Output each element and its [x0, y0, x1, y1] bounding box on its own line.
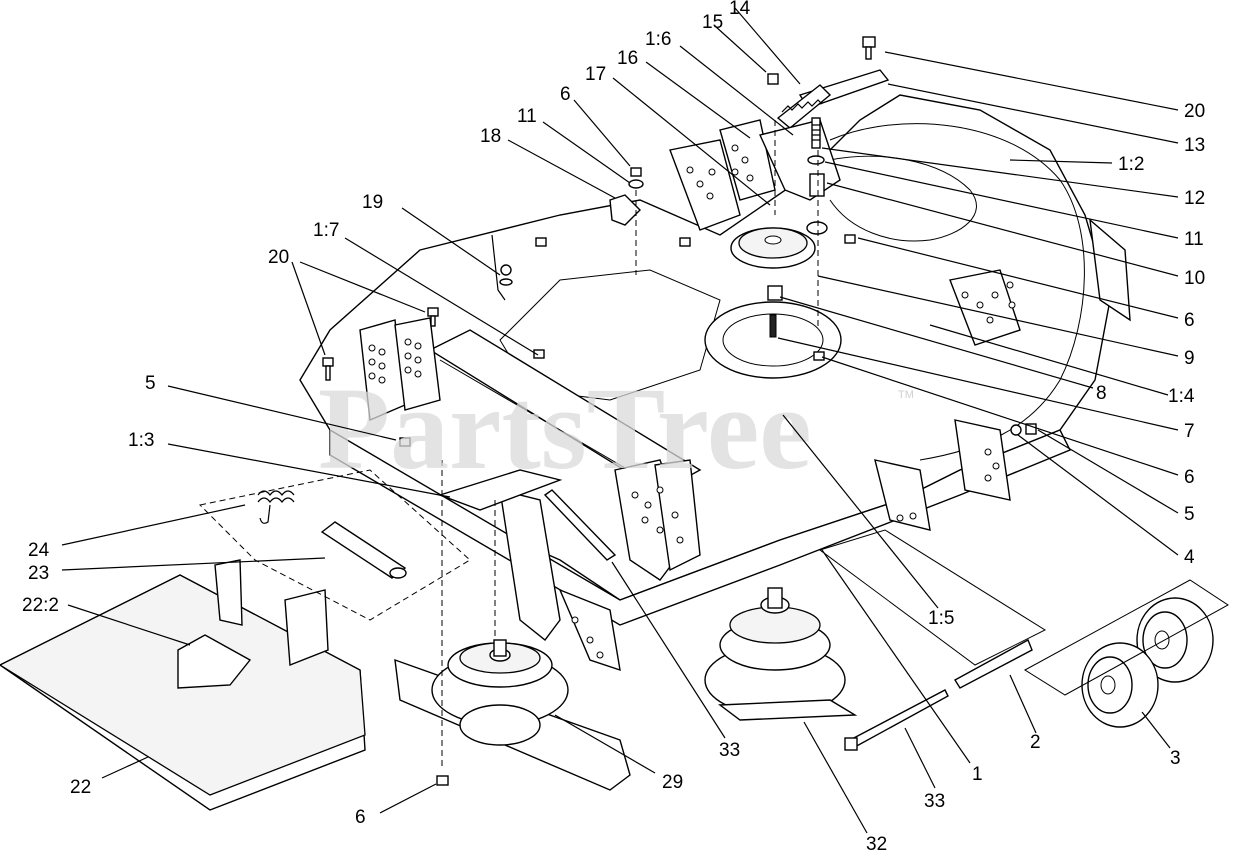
- deck-channel-bar: [428, 329, 702, 493]
- callout-1-6: 1:6: [645, 29, 671, 50]
- rear-left-bracket: [669, 119, 776, 231]
- callout-1-3: 1:3: [128, 430, 154, 451]
- callout-1-5: 1:5: [928, 608, 954, 629]
- callout-18: 18: [480, 126, 501, 147]
- deck-assembly-drawing: [0, 36, 1229, 811]
- callout-10: 10: [1184, 268, 1205, 289]
- left-spindle-blade: [394, 639, 631, 791]
- callout-22: 22: [70, 777, 91, 798]
- anti-scalp-wheels: [1081, 597, 1214, 728]
- callout-32: 32: [866, 834, 887, 855]
- watermark-tm: TM: [898, 389, 914, 401]
- callout-29: 29: [662, 772, 683, 793]
- callout-6-right: 6: [1184, 310, 1195, 331]
- callout-1-7: 1:7: [313, 220, 339, 241]
- watermark: PartsTree TM: [318, 363, 914, 494]
- chute-mount-outline: [198, 469, 471, 621]
- leader-lines: [61, 7, 1179, 834]
- callout-1-2: 1:2: [1118, 154, 1144, 175]
- callout-12: 12: [1184, 188, 1205, 209]
- idler-bolt-stack: [806, 117, 828, 235]
- callout-11-top: 11: [517, 106, 537, 127]
- callout-1-4: 1:4: [1168, 386, 1195, 407]
- callout-20-right: 20: [1184, 101, 1205, 122]
- callout-9: 9: [1184, 348, 1195, 369]
- left-front-bracket: [499, 489, 621, 672]
- deck-arm: [437, 469, 563, 511]
- wheel-bolt: [849, 689, 949, 750]
- front-center-bracket: [614, 459, 701, 581]
- right-height-bracket: [949, 218, 1131, 346]
- callout-19: 19: [362, 192, 383, 213]
- callout-33-right: 33: [924, 791, 945, 812]
- left-height-bracket: [359, 317, 441, 422]
- callout-22-2: 22:2: [22, 595, 59, 616]
- watermark-text: PartsTree: [318, 363, 812, 494]
- callout-7: 7: [1184, 421, 1195, 442]
- pivot-rod-center: [543, 489, 617, 561]
- callout-20-left: 20: [268, 247, 289, 268]
- hardware-fasteners: [322, 73, 1037, 786]
- deck-dome-right: [829, 123, 1085, 461]
- center-spindle-plate: [704, 301, 842, 379]
- center-idler-pulley: [730, 227, 816, 269]
- callout-15: 15: [702, 12, 723, 33]
- discharge-chute: [0, 559, 366, 811]
- wheel-axle-plate: [1024, 579, 1229, 696]
- chute-spring: [257, 490, 295, 524]
- callout-13: 13: [1184, 135, 1205, 156]
- wheel-axle: [954, 639, 1033, 689]
- pulley-spacer: [767, 285, 783, 301]
- callout-5-right: 5: [1184, 504, 1195, 525]
- callout-3: 3: [1170, 748, 1181, 769]
- callout-6-top: 6: [560, 84, 571, 105]
- callout-6-bottom: 6: [355, 807, 366, 828]
- callout-4: 4: [1184, 547, 1195, 568]
- chute-rod: [320, 521, 407, 579]
- axle-frame-outline: [818, 529, 1047, 666]
- callout-1: 1: [972, 764, 983, 785]
- callout-11-right: 11: [1184, 229, 1204, 250]
- front-right-bracket: [874, 419, 1011, 531]
- right-spindle-pulley: [704, 587, 858, 721]
- callout-33-center: 33: [719, 740, 740, 761]
- callout-8: 8: [1096, 383, 1107, 404]
- callout-5-left: 5: [145, 373, 156, 394]
- deck-plate: [499, 269, 721, 401]
- callout-labels: 14 15 1:6 16 17 6 11 18 19 1:7 20 5 1:3 …: [22, 0, 1205, 855]
- callout-16: 16: [617, 48, 638, 69]
- callout-14: 14: [729, 0, 751, 19]
- callout-23: 23: [28, 563, 49, 584]
- callout-17: 17: [585, 64, 606, 85]
- idler-linkage: [776, 36, 890, 129]
- callout-6-right-lower: 6: [1184, 467, 1195, 488]
- callout-2: 2: [1030, 732, 1041, 753]
- callout-24: 24: [28, 540, 50, 561]
